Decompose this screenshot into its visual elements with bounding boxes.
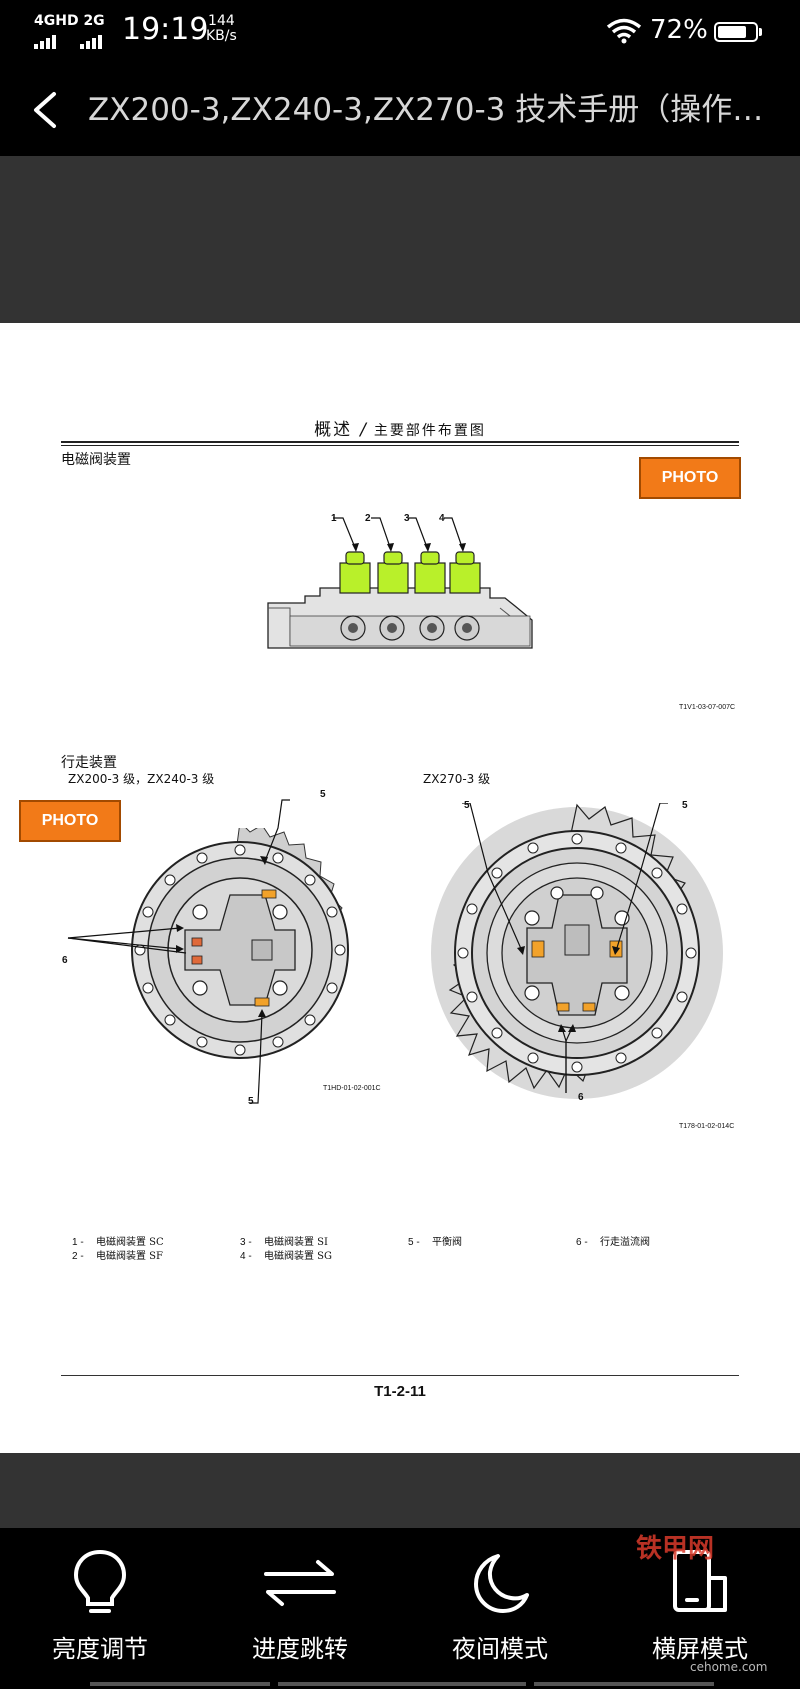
page-number: T1-2-11 xyxy=(374,1383,426,1400)
legend-item: 6 -行走溢流阀 xyxy=(576,1237,650,1248)
callout-5-right-a: 5 xyxy=(464,800,470,811)
callout-6-right: 6 xyxy=(578,1092,584,1103)
footer-rule xyxy=(61,1375,739,1376)
back-button[interactable] xyxy=(20,82,76,138)
rotate-screen-icon xyxy=(673,1550,727,1612)
legend-item: 3 -电磁阀装置 SI xyxy=(240,1237,328,1248)
travel-motor-callouts-right xyxy=(462,803,668,1093)
gesture-bar-segment xyxy=(534,1682,714,1686)
figure-code-2: T1HD-01-02-001C xyxy=(323,1085,381,1092)
document-page[interactable]: 概述/主要部件布置图 电磁阀装置 PHOTO 1 2 3 4 T1V1-03-0… xyxy=(0,323,800,1453)
callout-3: 3 xyxy=(404,513,410,524)
legend-item: 1 -电磁阀装置 SC xyxy=(72,1237,164,1248)
photo-button-travel[interactable]: PHOTO xyxy=(19,800,121,842)
heading-rule-thin xyxy=(61,445,739,446)
signal-4g-icon xyxy=(34,30,58,49)
legend-item: 4 -电磁阀装置 SG xyxy=(240,1251,333,1262)
page-gap-top xyxy=(0,156,800,323)
legend-item: 5 -平衡阀 xyxy=(408,1237,462,1248)
progress-jump-button[interactable]: 进度跳转 xyxy=(200,1548,400,1664)
page-heading: 概述/主要部件布置图 xyxy=(314,420,486,440)
signal-2g-icon xyxy=(80,30,104,49)
landscape-mode-button[interactable]: 横屏模式 xyxy=(600,1548,800,1664)
callout-5-right-b: 5 xyxy=(682,800,688,811)
watermark-logo: 铁甲网 xyxy=(636,1534,715,1564)
section-solenoid-title: 电磁阀装置 xyxy=(61,452,131,468)
figure-code-1: T1V1-03-07-007C xyxy=(679,704,736,711)
gesture-bar-segment xyxy=(90,1682,270,1686)
subtitle-zx270: ZX270-3 级 xyxy=(423,772,491,786)
title-bar: ZX200-3,ZX240-3,ZX270-3 技术手册（操作… xyxy=(0,64,800,156)
page-gap-bottom xyxy=(0,1453,800,1528)
callout-4: 4 xyxy=(439,513,445,524)
travel-motor-figure-left xyxy=(131,828,349,1059)
travel-motor-figure-right xyxy=(431,803,723,1099)
callout-5-bottom-left: 5 xyxy=(248,1096,254,1107)
legend-item: 2 -电磁阀装置 SF xyxy=(72,1251,163,1262)
subtitle-zx200-240: ZX200-3 级，ZX240-3 级 xyxy=(68,772,215,786)
battery-percent: 72% xyxy=(650,15,708,45)
gesture-bar-segment xyxy=(278,1682,526,1686)
callout-1: 1 xyxy=(331,513,337,524)
photo-button-solenoid[interactable]: PHOTO xyxy=(639,457,741,499)
night-mode-button[interactable]: 夜间模式 xyxy=(400,1548,600,1664)
bulb-icon xyxy=(73,1549,127,1613)
watermark-url: cehome.com xyxy=(690,1660,768,1674)
wifi-icon xyxy=(606,18,642,44)
swap-arrows-icon xyxy=(264,1560,336,1606)
moon-icon xyxy=(474,1554,529,1613)
battery-icon xyxy=(714,22,758,42)
solenoid-valve-figure xyxy=(267,517,533,649)
callout-6-left: 6 xyxy=(62,955,68,966)
callout-5-top-left: 5 xyxy=(320,789,326,800)
section-travel-title: 行走装置 xyxy=(61,755,117,771)
network-indicator: 4GHD 2G xyxy=(34,13,105,29)
travel-motor-callouts-left xyxy=(67,799,290,1104)
callout-2: 2 xyxy=(365,513,371,524)
battery-tip xyxy=(759,28,762,36)
clock: 19:19 xyxy=(122,12,209,47)
back-arrow-icon xyxy=(34,92,56,128)
bottom-toolbar: 亮度调节 进度跳转 夜间模式 横屏模式 xyxy=(0,1528,800,1689)
brightness-button[interactable]: 亮度调节 xyxy=(0,1548,200,1664)
document-title: ZX200-3,ZX240-3,ZX270-3 技术手册（操作… xyxy=(88,92,764,128)
heading-rule xyxy=(61,441,739,443)
figure-code-3: T178-01-02-014C xyxy=(679,1123,735,1130)
